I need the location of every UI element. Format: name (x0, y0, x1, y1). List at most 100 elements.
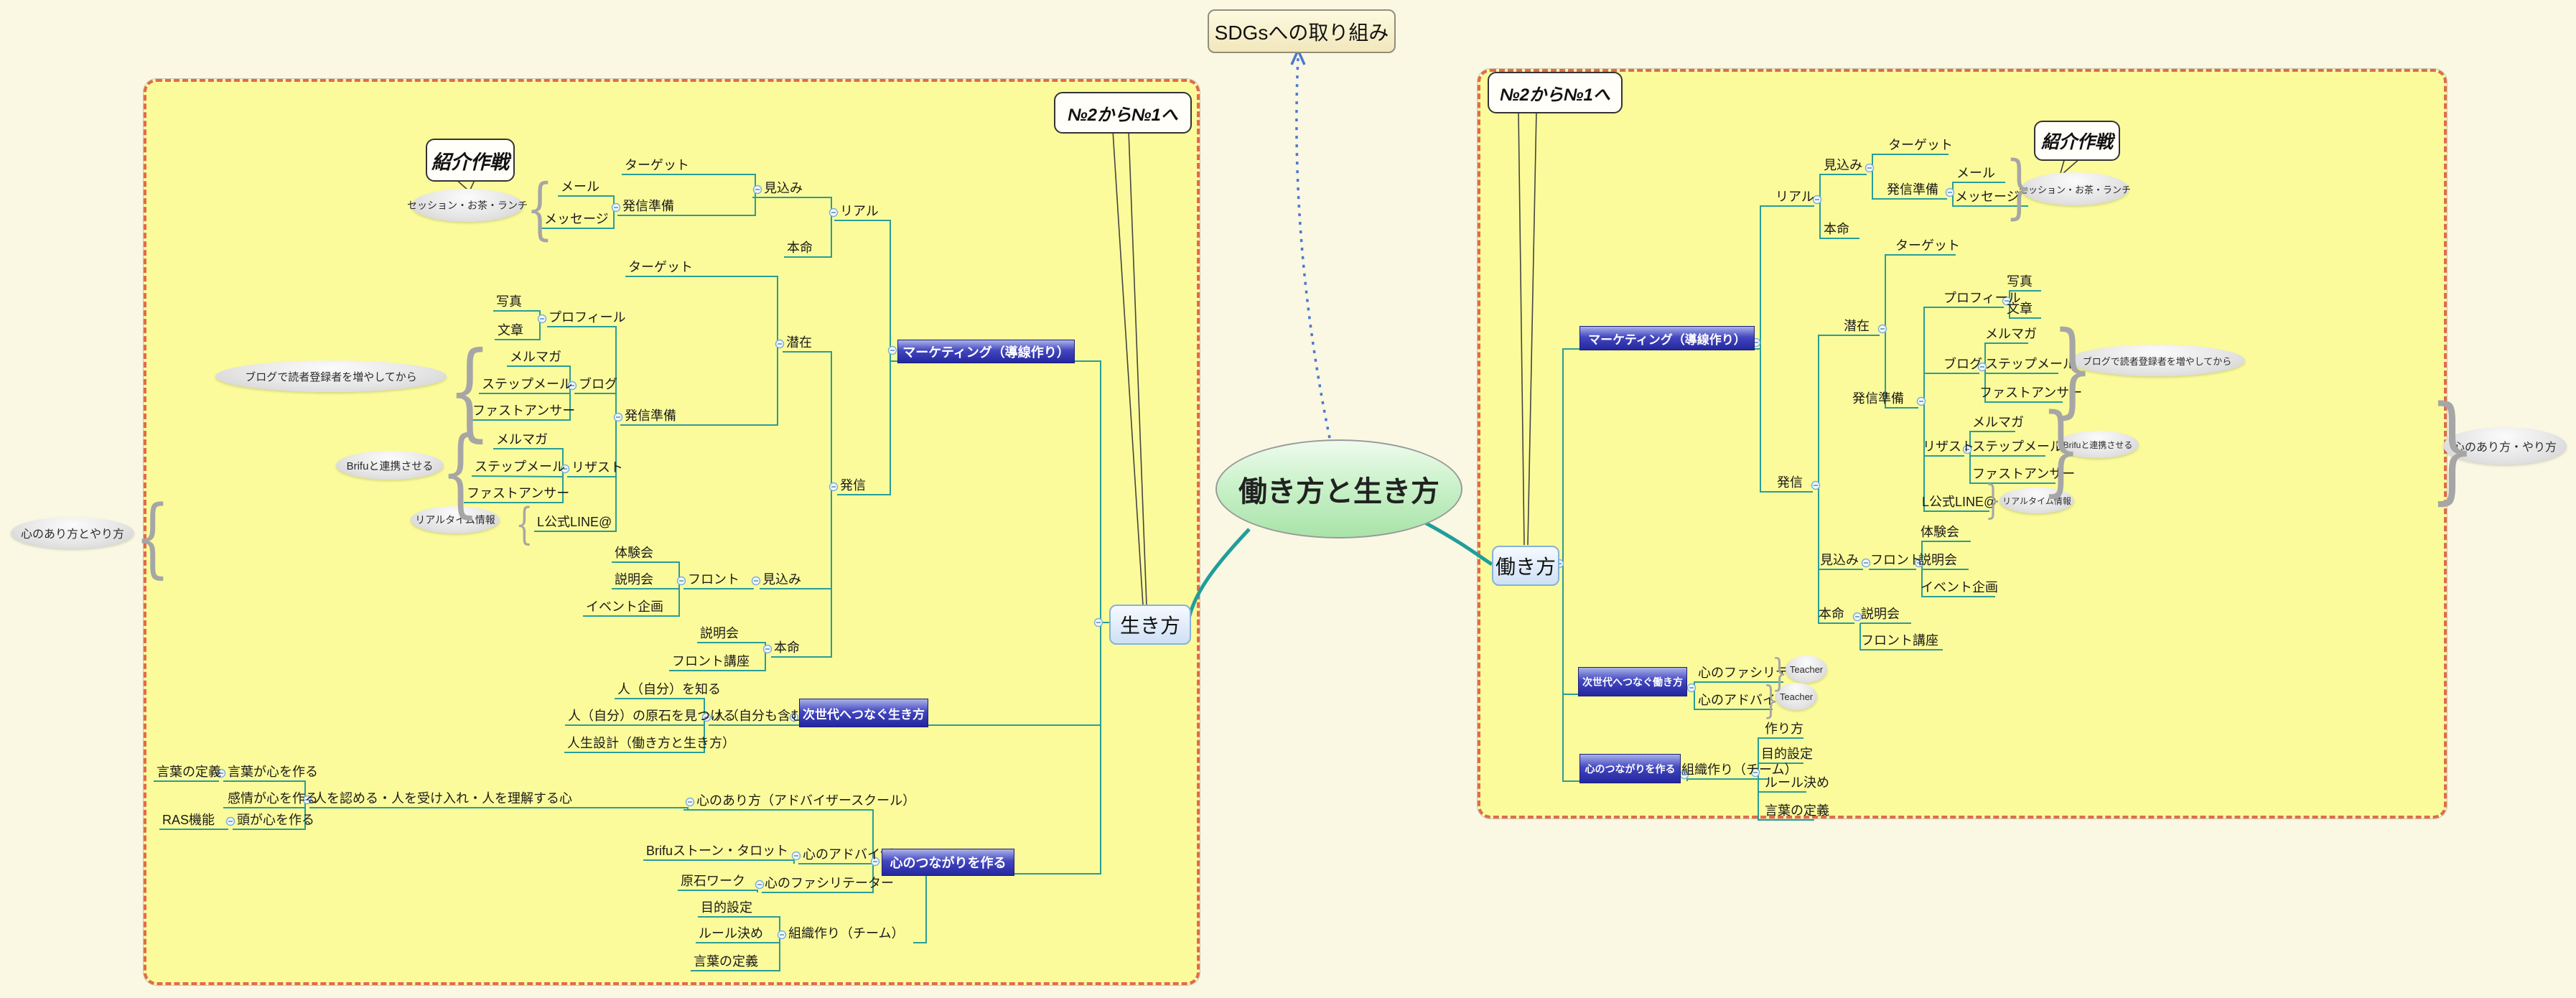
topic-label[interactable]: 潜在 (786, 335, 812, 350)
topic-label[interactable]: 説明会 (1918, 553, 1957, 567)
topic-label[interactable]: 見込み (764, 181, 803, 195)
topic-label[interactable]: 作り方 (1765, 722, 1803, 736)
topic-label[interactable]: メール (1956, 166, 1995, 180)
topic-label[interactable]: ターゲット (625, 158, 689, 172)
topic-label[interactable]: 心のファシリテーター (765, 876, 894, 890)
topic-label[interactable]: 文章 (498, 323, 523, 337)
topic-label[interactable]: メルマガ (1972, 415, 2024, 429)
topic-label[interactable]: プロフィール (549, 310, 626, 325)
topic-label[interactable]: 発信準備 (1852, 391, 1904, 406)
topic-label[interactable]: 人（自分）の原石を見つける (568, 709, 736, 723)
callout-no2-to-no1-right[interactable]: №2から№1へ (1488, 72, 1623, 113)
topic-label[interactable]: L公式LINE@ (1922, 495, 1997, 509)
topic-label[interactable]: RAS機能 (162, 813, 215, 827)
topic-label[interactable]: フロント講座 (1861, 633, 1938, 648)
topic-label[interactable]: 発信準備 (622, 199, 674, 213)
main-branch-hatarakikata[interactable]: 働き方 (1492, 546, 1559, 586)
annotation-ellipse[interactable]: 心のあり方・やり方 (2443, 427, 2567, 465)
emphasis-topic[interactable]: 次世代へつなぐ働き方 (1578, 667, 1687, 696)
topic-label[interactable]: リザスト (1923, 439, 1974, 454)
topic-label[interactable]: 本命 (787, 241, 813, 255)
topic-label[interactable]: 人を認める・人を受け入れ・人を理解する心 (314, 791, 572, 806)
topic-label[interactable]: フロント (688, 572, 739, 587)
topic-label[interactable]: フロント講座 (672, 654, 750, 668)
topic-label[interactable]: ステップメール (482, 377, 572, 391)
topic-label[interactable]: 言葉の定義 (694, 954, 758, 969)
topic-label[interactable]: 写真 (2007, 274, 2033, 289)
annotation-ellipse[interactable]: ブログで読者登録者を増やしてから (215, 360, 447, 392)
topic-label[interactable]: 発信準備 (625, 409, 676, 423)
topic-label[interactable]: ブログ (1943, 357, 1982, 371)
topic-label[interactable]: ブログ (579, 377, 617, 391)
topic-label[interactable]: 本命 (774, 640, 800, 655)
topic-label[interactable]: 目的設定 (1761, 747, 1813, 761)
topic-label[interactable]: 体験会 (615, 546, 653, 560)
topic-label[interactable]: 発信 (840, 478, 866, 493)
topic-label[interactable]: イベント企画 (1921, 580, 1998, 594)
topic-label[interactable]: 頭が心を作る (237, 813, 314, 827)
central-topic[interactable]: 働き方と生き方 (1215, 439, 1462, 538)
topic-label[interactable]: 原石ワーク (681, 874, 745, 888)
topic-label[interactable]: ターゲット (1888, 138, 1953, 152)
topic-label[interactable]: 言葉の定義 (157, 765, 221, 779)
topic-label[interactable]: 写真 (496, 294, 522, 309)
topic-label[interactable]: ファストアンサー (467, 486, 570, 500)
emphasis-topic[interactable]: 心のつながりを作る (1579, 754, 1681, 783)
topic-label[interactable]: フロント (1870, 553, 1922, 567)
emphasis-topic[interactable]: 心のつながりを作る (882, 849, 1014, 876)
sdgs-topic[interactable]: SDGsへの取り組み (1208, 9, 1396, 53)
topic-label[interactable]: 人生設計（働き方と生き方） (567, 736, 735, 750)
topic-label[interactable]: 発信 (1777, 475, 1803, 490)
topic-label[interactable]: Brifuストーン・タロット (646, 844, 789, 858)
topic-label[interactable]: 文章 (2007, 302, 2033, 316)
topic-label[interactable]: 言葉が心を作る (228, 765, 318, 779)
topic-label[interactable]: 見込み (1824, 158, 1862, 172)
topic-label[interactable]: 見込み (1820, 553, 1859, 567)
topic-label[interactable]: 説明会 (615, 572, 653, 587)
sdgs-relationship-arrow[interactable] (1295, 57, 1331, 439)
topic-label[interactable]: リザスト (571, 460, 623, 475)
main-branch-ikikata[interactable]: 生き方 (1109, 605, 1191, 645)
annotation-ellipse[interactable]: セッション・お茶・ランチ (2019, 172, 2131, 205)
topic-label[interactable]: メルマガ (1985, 327, 2037, 341)
callout-shokai-sakusen-left[interactable]: 紹介作戦 (426, 139, 515, 182)
topic-label[interactable]: ターゲット (628, 260, 693, 274)
topic-label[interactable]: 目的設定 (701, 900, 752, 915)
emphasis-topic[interactable]: マーケティング（導線作り） (1579, 326, 1755, 350)
topic-label[interactable]: ルール決め (1765, 775, 1829, 790)
topic-label[interactable]: 見込み (762, 572, 801, 587)
topic-label[interactable]: 発信準備 (1887, 182, 1938, 197)
topic-label[interactable]: ステップメール (1985, 357, 2076, 371)
annotation-ellipse[interactable]: ブログで読者登録者を増やしてから (2069, 345, 2245, 376)
topic-label[interactable]: 人（自分）を知る (617, 682, 721, 696)
topic-label[interactable]: 心のアドバイザー (803, 847, 906, 862)
topic-label[interactable]: 感情が心を作る (228, 791, 318, 806)
topic-label[interactable]: メッセージ (544, 212, 609, 226)
topic-label[interactable]: 心のあり方（アドバイザースクール） (696, 793, 916, 808)
topic-label[interactable]: イベント企画 (586, 600, 663, 614)
topic-label[interactable]: L公式LINE@ (537, 515, 612, 529)
annotation-ellipse[interactable]: リアルタイム情報 (1999, 488, 2074, 513)
annotation-ellipse[interactable]: 心のあり方とやり方 (11, 517, 134, 549)
topic-label[interactable]: メール (561, 179, 599, 194)
topic-label[interactable]: リアル (1775, 190, 1814, 204)
topic-label[interactable]: リアル (840, 204, 879, 218)
topic-label[interactable]: 潜在 (1844, 319, 1870, 333)
annotation-ellipse[interactable]: Brifuと連携させる (2057, 431, 2139, 458)
annotation-ellipse[interactable]: Teacher (1786, 656, 1827, 683)
topic-label[interactable]: 体験会 (1921, 525, 1959, 539)
topic-label[interactable]: 本命 (1819, 607, 1844, 621)
annotation-ellipse[interactable]: Teacher (1775, 683, 1817, 710)
topic-label[interactable]: ルール決め (699, 926, 763, 941)
topic-label[interactable]: ファストアンサー (1972, 467, 2076, 481)
topic-label[interactable]: 説明会 (700, 626, 739, 640)
topic-label[interactable]: プロフィール (1943, 291, 2021, 305)
topic-label[interactable]: ターゲット (1895, 238, 1960, 253)
topic-label[interactable]: ファストアンサー (472, 404, 576, 418)
callout-shokai-sakusen-right[interactable]: 紹介作戦 (2034, 121, 2120, 161)
topic-label[interactable]: ステップメール (475, 460, 565, 474)
topic-label[interactable]: 説明会 (1861, 607, 1900, 621)
emphasis-topic[interactable]: 次世代へつなぐ生き方 (799, 699, 928, 727)
callout-no2-to-no1-left[interactable]: №2から№1へ (1054, 92, 1192, 134)
emphasis-topic[interactable]: マーケティング（導線作り） (897, 340, 1075, 363)
